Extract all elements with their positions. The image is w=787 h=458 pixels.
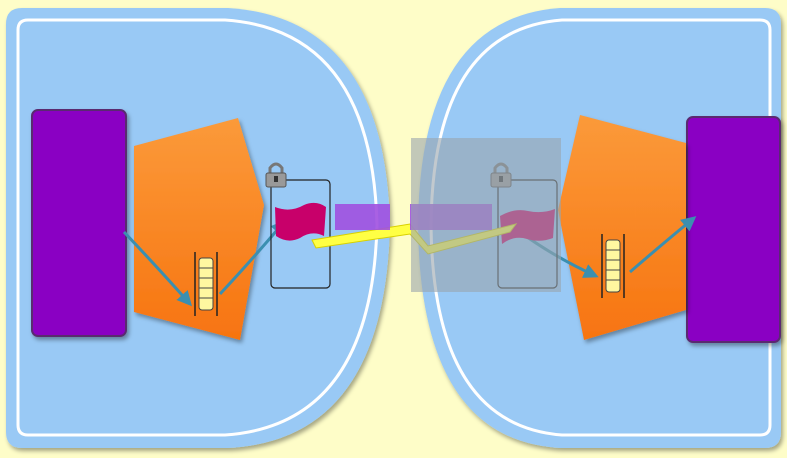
- right-flow-arrow-icon-2: [629, 216, 697, 274]
- left-socket-flag: [275, 202, 326, 241]
- right-app-block: [686, 116, 781, 343]
- left-transport-funnel: [134, 118, 264, 340]
- connection: [311, 138, 561, 292]
- packet-segment-1: [335, 204, 390, 230]
- left-host: [6, 8, 390, 448]
- left-flow-arrow-icon: [122, 230, 192, 307]
- left-host-outline: [16, 18, 379, 437]
- right-transport-funnel: [558, 115, 686, 340]
- left-lock-icon: [265, 162, 287, 188]
- left-buffer-queue-icon: [194, 252, 218, 316]
- left-socket-box: [270, 179, 331, 289]
- right-buffer-queue-icon: [601, 234, 625, 298]
- highlight-overlay: [411, 138, 561, 292]
- left-app-block: [31, 109, 127, 337]
- right-host: [418, 8, 781, 448]
